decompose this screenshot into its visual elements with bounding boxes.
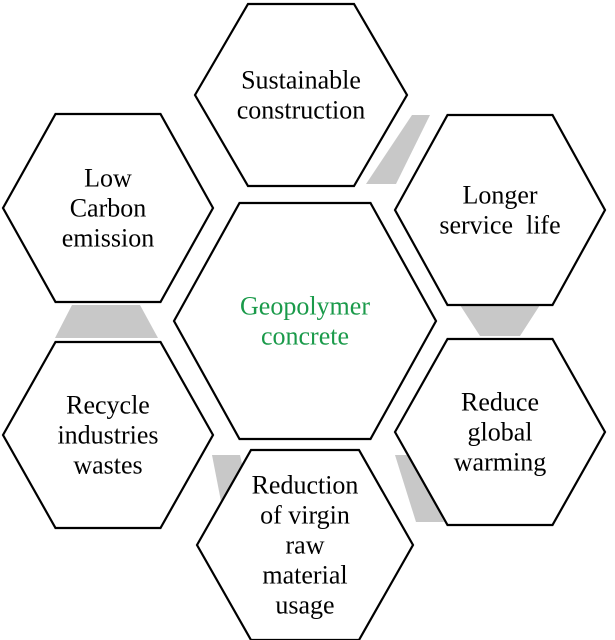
hexagon-center-geopolymer-concrete-label-line: concrete	[261, 322, 349, 351]
hexagon-low-carbon-emission-shape	[1, 112, 215, 304]
hexagon-recycle-industries-wastes-shape	[1, 340, 215, 530]
hexagon-reduction-of-virgin-raw-material-usage-label-line: of virgin	[260, 501, 350, 530]
hexagon-longer-service-life-label-line: Longer	[462, 181, 537, 210]
hexagon-sustainable-construction-shape	[193, 2, 409, 188]
hexagon-reduction-of-virgin-raw-material-usage-label-line: Reduction	[252, 471, 359, 500]
hexagon-reduce-global-warming-label-line: Reduce	[461, 388, 539, 417]
hexagon-low-carbon-emission-label-line: emission	[62, 224, 154, 253]
hexagon-recycle-industries-wastes-label-line: Recycle	[66, 391, 150, 420]
hexagon-longer-service-life-label-line: service life	[439, 211, 560, 240]
hexagon-reduction-of-virgin-raw-material-usage-shape	[195, 448, 415, 640]
connector-sustainable-to-longer	[366, 115, 430, 184]
hexagon-reduction-of-virgin-raw-material-usage-label-line: usage	[275, 591, 334, 620]
hexagon-recycle-industries-wastes-label-line: industries	[57, 421, 158, 450]
hexagon-reduce-global-warming-label-line: warming	[454, 448, 546, 477]
hexagon-sustainable-construction-label-line: Sustainable	[241, 66, 361, 95]
hexagon-low-carbon-emission-label-line: Low	[84, 164, 132, 193]
hexagon-center-geopolymer-concrete-shape	[172, 201, 438, 441]
hexagon-center-geopolymer-concrete-label-line: Geopolymer	[240, 292, 370, 321]
hexagon-low-carbon-emission-label-line: Carbon	[70, 194, 147, 223]
connector-recycle-to-low	[55, 305, 158, 338]
hexagon-reduce-global-warming-label-line: global	[468, 418, 533, 447]
hexagon-reduce-global-warming-shape	[393, 337, 607, 527]
hexagon-reduction-of-virgin-raw-material-usage-label-line: raw	[286, 531, 325, 560]
hexagon-longer-service-life-shape	[393, 113, 607, 307]
hexagon-sustainable-construction-label-line: construction	[237, 96, 366, 125]
connector-reduce-to-reduction	[395, 455, 444, 522]
hexagon-reduction-of-virgin-raw-material-usage-label-line: material	[262, 561, 347, 590]
hexagon-recycle-industries-wastes-label-line: wastes	[73, 451, 142, 480]
connector-longer-to-reduce	[460, 305, 540, 336]
